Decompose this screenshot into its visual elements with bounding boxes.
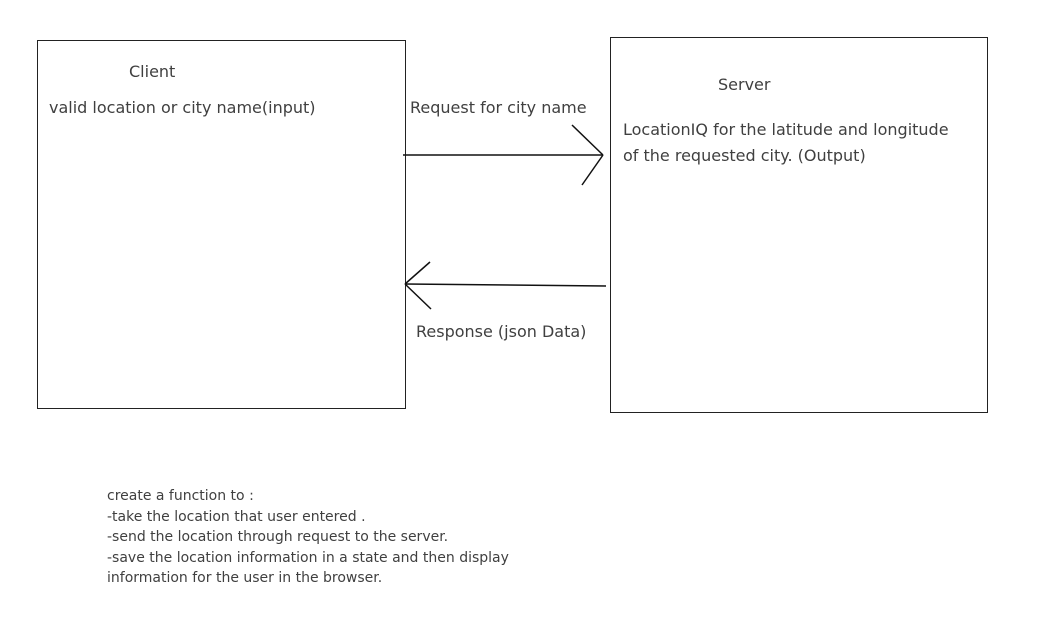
client-title: Client [129,62,176,81]
request-arrowhead-lower [581,154,604,186]
response-arrowhead-upper [404,261,431,285]
notes: create a function to : -take the locatio… [107,486,509,589]
notes-line: information for the user in the browser. [107,570,383,586]
notes-line: -save the location information in a stat… [107,549,509,566]
notes-line: create a function to : [107,488,254,504]
server-description: LocationIQ for the latitude and longitud… [623,117,949,169]
server-description-line: of the requested city. (Output) [623,146,866,165]
server-box [610,37,988,413]
client-description: valid location or city name(input) [49,98,316,117]
notes-line: -take the location that user entered . [107,508,366,525]
request-arrow [403,124,604,186]
request-arrowhead-upper [571,124,604,156]
response-arrow-shaft [404,283,607,287]
response-label: Response (json Data) [416,322,587,341]
response-arrowhead-lower [404,283,432,310]
response-arrow [404,261,607,310]
server-description-line: LocationIQ for the latitude and longitud… [623,120,949,139]
notes-line: -send the location through request to th… [107,529,449,545]
server-title: Server [718,75,771,94]
client-box [37,40,406,409]
request-label: Request for city name [410,98,587,117]
